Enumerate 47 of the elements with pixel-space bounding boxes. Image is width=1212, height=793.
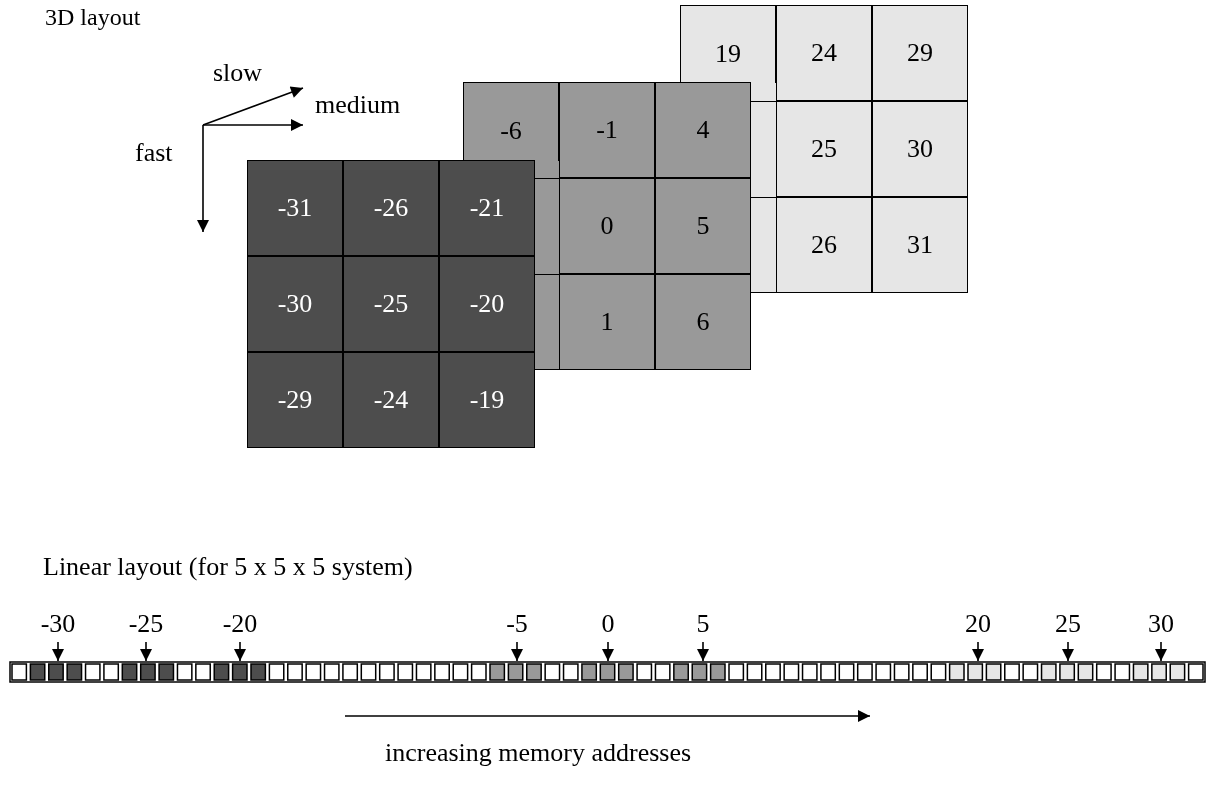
leader-line: [234, 641, 246, 662]
section-heading: 3D layout: [45, 4, 141, 31]
axis-label: slow: [213, 58, 263, 88]
axis-label: medium: [315, 90, 401, 120]
offset-label: -20: [200, 608, 280, 640]
grid-cell-value: -30: [247, 256, 343, 352]
grid-cell-value: -1: [559, 82, 655, 178]
grid-cell-value: -24: [343, 352, 439, 448]
grid-cell-value: 0: [559, 178, 655, 274]
grid-cell-value: -21: [439, 160, 535, 256]
grid-cell-value: 26: [776, 197, 872, 293]
grid-cell-value: -20: [439, 256, 535, 352]
leader-line: [140, 641, 152, 662]
grid-cell-value: 30: [872, 101, 968, 197]
grid-cell-value: 31: [872, 197, 968, 293]
grid-cell-value: 5: [655, 178, 751, 274]
grid-cell-value: -26: [343, 160, 439, 256]
leader-line: [972, 641, 984, 662]
offset-label: -25: [106, 608, 186, 640]
offset-label: 25: [1028, 608, 1108, 640]
grid-cell-value: 24: [776, 5, 872, 101]
offset-label: -30: [18, 608, 98, 640]
leader-line: [511, 641, 523, 662]
grid-cell-value: 25: [776, 101, 872, 197]
axis-label: increasing memory addresses: [385, 738, 692, 768]
leader-line: [697, 641, 709, 662]
offset-label: 20: [938, 608, 1018, 640]
section-heading: Linear layout (for 5 x 5 x 5 system): [43, 552, 413, 582]
grid-cell-value: 1: [559, 274, 655, 370]
offset-label: 0: [568, 608, 648, 640]
grid-cell-value: 29: [872, 5, 968, 101]
leader-line: [1155, 641, 1167, 662]
leader-line: [1062, 641, 1074, 662]
offset-label: -5: [477, 608, 557, 640]
leader-line: [52, 641, 64, 662]
grid-cell-value: -31: [247, 160, 343, 256]
offset-label: 5: [663, 608, 743, 640]
grid-cell-value: -6: [463, 82, 559, 161]
grid-cell-value: -19: [439, 352, 535, 448]
leader-line: [602, 641, 614, 662]
grid-cell-value: 6: [655, 274, 751, 370]
grid-cell-value: 19: [680, 5, 776, 83]
axis-label: fast: [135, 138, 173, 168]
grid-cell-value: -29: [247, 352, 343, 448]
offset-label: 30: [1121, 608, 1201, 640]
grid-cell-value: -25: [343, 256, 439, 352]
grid-cell-value: 4: [655, 82, 751, 178]
